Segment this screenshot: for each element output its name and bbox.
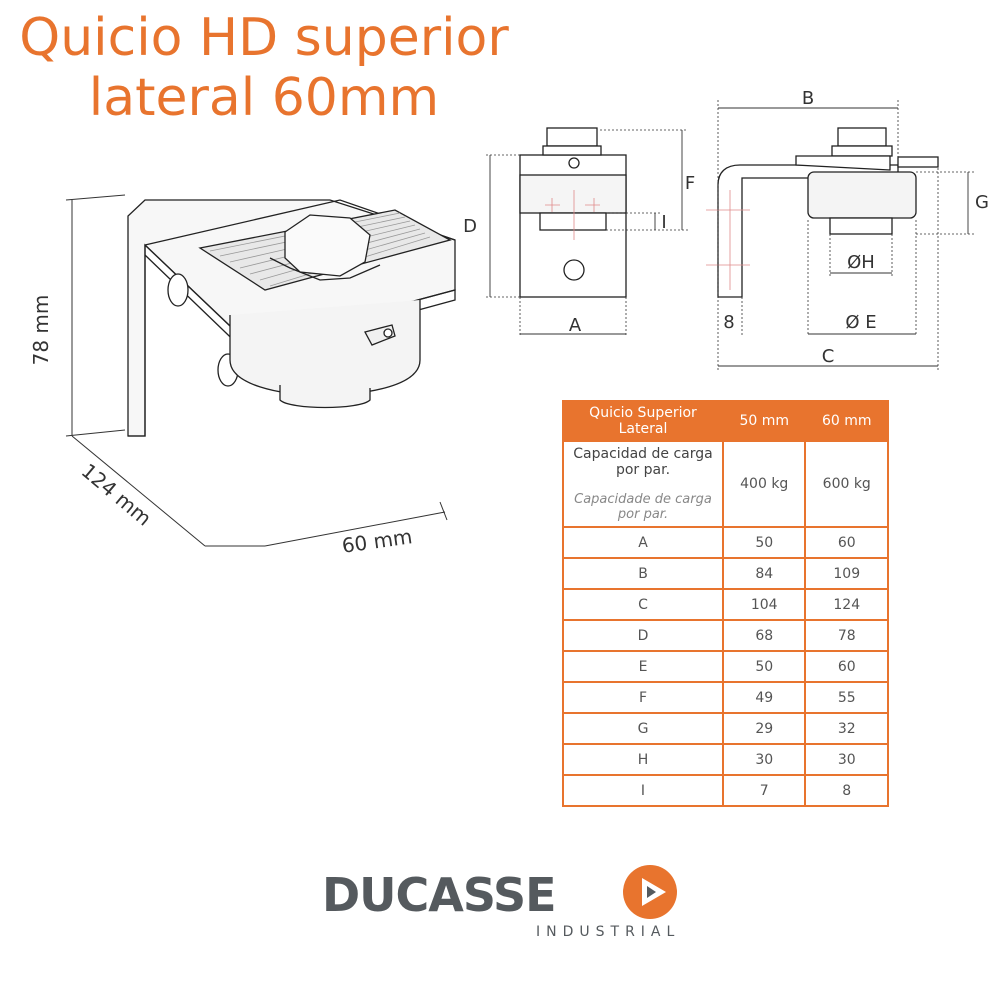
ducasse-logo: DUCASSE INDUSTRIAL: [318, 860, 698, 950]
row-v60: 8: [804, 774, 889, 807]
capacity-label-es: Capacidad de carga por par.: [573, 446, 713, 478]
row-key: E: [562, 650, 724, 683]
row-v50: 30: [721, 743, 807, 776]
capacity-label-pt: Capacidade de carga por par.: [574, 492, 712, 522]
row-key: B: [562, 557, 724, 590]
capacity-60: 600 kg: [804, 440, 889, 528]
side-view-drawing: [706, 127, 939, 298]
row-v50: 104: [721, 588, 807, 621]
row-v50: 29: [721, 712, 807, 745]
row-key: G: [562, 712, 724, 745]
row-v50: 50: [721, 526, 807, 559]
row-v60: 78: [804, 619, 889, 652]
front-view-drawing: [519, 127, 627, 298]
row-key: H: [562, 743, 724, 776]
dim-f-label: F: [685, 173, 695, 194]
logo-wordmark: DUCASSE: [322, 868, 557, 922]
row-key: A: [562, 526, 724, 559]
row-v50: 84: [721, 557, 807, 590]
row-key: D: [562, 619, 724, 652]
dim-i-label: I: [661, 212, 666, 233]
row-key: F: [562, 681, 724, 714]
row-v60: 30: [804, 743, 889, 776]
row-key: I: [562, 774, 724, 807]
row-v50: 68: [721, 619, 807, 652]
header-60mm: 60 mm: [804, 400, 889, 442]
dim-g-label: G: [975, 192, 989, 213]
dim-8-label: 8: [723, 312, 734, 333]
row-v50: 50: [721, 650, 807, 683]
table-header-row: Quicio Superior Lateral 50 mm 60 mm: [562, 400, 889, 442]
dim-a-label: A: [569, 315, 582, 336]
header-50mm: 50 mm: [721, 400, 807, 442]
title-line-1: Quicio HD superior: [19, 8, 509, 68]
spec-table: Quicio Superior Lateral 50 mm 60 mm Capa…: [562, 400, 889, 807]
dim-b-label: B: [802, 88, 814, 109]
capacity-row: Capacidad de carga por par. Capacidade d…: [562, 440, 889, 528]
row-v50: 7: [721, 774, 807, 807]
iso-bracket-drawing: [127, 199, 456, 437]
iso-height-label: 78 mm: [29, 295, 53, 366]
row-v60: 60: [804, 650, 889, 683]
dim-c-label: C: [822, 346, 835, 367]
dim-d-label: D: [463, 216, 477, 237]
logo-subtitle: INDUSTRIAL: [536, 924, 681, 940]
title-line-2: lateral 60mm: [88, 68, 440, 128]
dim-e-label: Ø E: [845, 312, 876, 333]
play-circle-icon: [623, 865, 677, 919]
row-v60: 32: [804, 712, 889, 745]
row-v60: 60: [804, 526, 889, 559]
header-product: Quicio Superior Lateral: [562, 400, 724, 442]
dim-h-label: ØH: [847, 252, 875, 273]
row-v60: 109: [804, 557, 889, 590]
iso-depth-label: 124 mm: [77, 459, 156, 531]
capacity-50: 400 kg: [721, 440, 807, 528]
row-v50: 49: [721, 681, 807, 714]
capacity-label-cell: Capacidad de carga por par. Capacidade d…: [562, 440, 724, 528]
row-v60: 55: [804, 681, 889, 714]
row-v60: 124: [804, 588, 889, 621]
page-title: Quicio HD superior lateral 60mm: [4, 8, 524, 128]
row-key: C: [562, 588, 724, 621]
